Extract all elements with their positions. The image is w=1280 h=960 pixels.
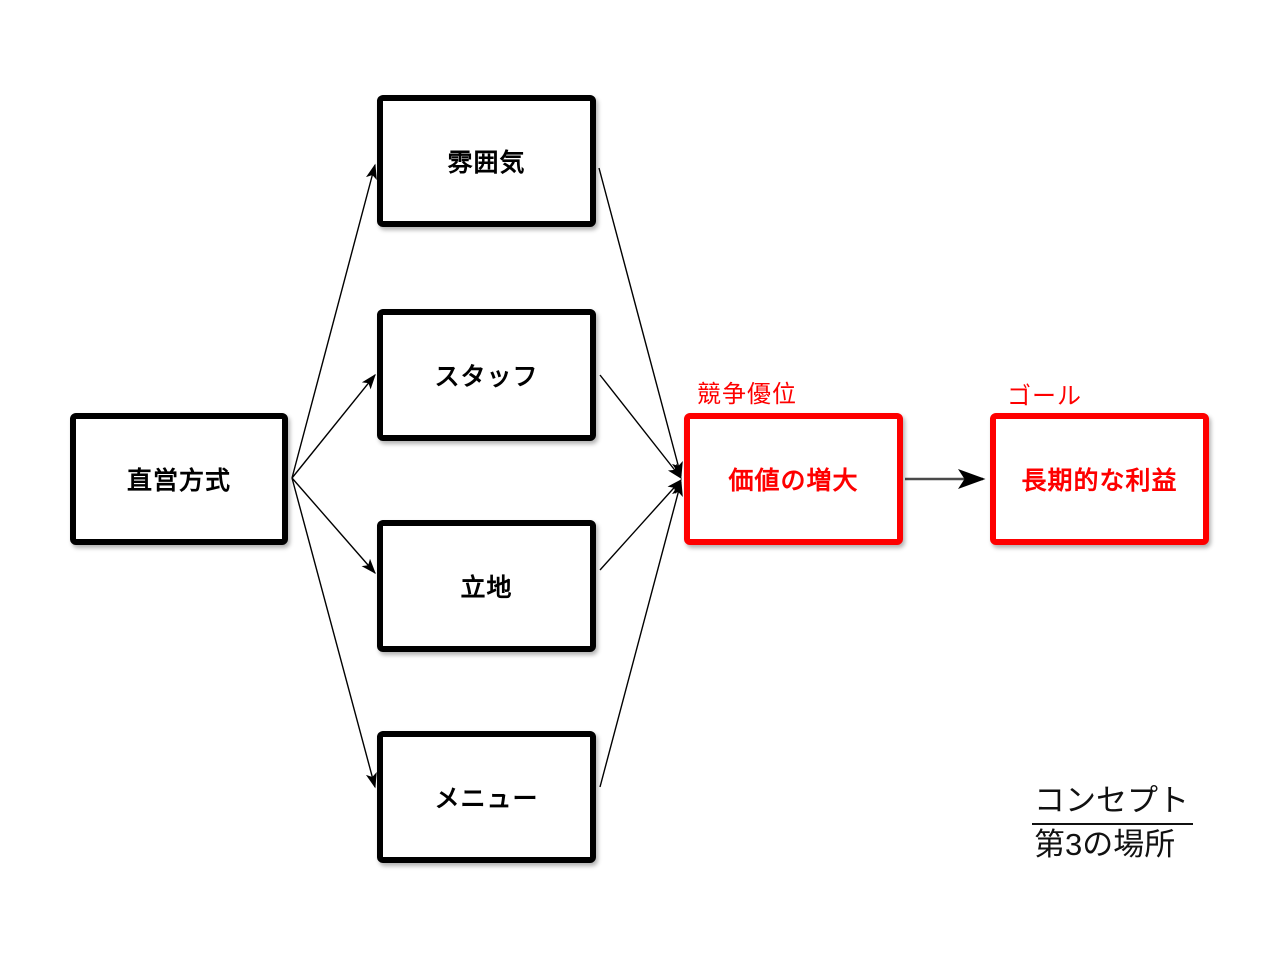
arrow-location-to-advantage [599,478,682,571]
arrow-atmosphere-to-advantage [598,167,683,478]
advantage-box-value-increase: 価値の増大 [684,413,903,545]
factor-box-label: 立地 [460,574,513,602]
factor-box-label: メニュー [434,785,539,813]
advantage-box-label: 価値の増大 [728,467,859,495]
advantage-caption: 競争優位 [697,381,797,408]
arrow-menu-to-advantage [599,480,683,788]
factor-box-label: スタッフ [434,363,539,391]
factor-box-location: 立地 [377,520,596,652]
arrow-source-to-staff [291,373,376,479]
arrow-source-to-location [291,477,376,575]
goal-box-label: 長期的な利益 [1021,467,1178,495]
factor-box-label: 雰囲気 [447,149,526,177]
concept-note-title: コンセプト [1032,781,1193,825]
goal-caption: ゴール [1007,383,1082,410]
concept-note: コンセプト 第3の場所 [1032,781,1193,865]
arrow-staff-to-advantage [599,374,682,480]
factor-box-staff: スタッフ [377,309,596,441]
arrow-source-to-atmosphere [291,163,377,479]
source-box-label: 直営方式 [126,467,231,495]
goal-box-long-term-profit: 長期的な利益 [990,413,1209,545]
factor-box-atmosphere: 雰囲気 [377,95,596,227]
source-box-direct-management: 直営方式 [70,413,288,545]
factor-box-menu: メニュー [377,731,596,863]
concept-note-subtitle: 第3の場所 [1034,827,1176,862]
arrow-source-to-menu [291,477,377,789]
